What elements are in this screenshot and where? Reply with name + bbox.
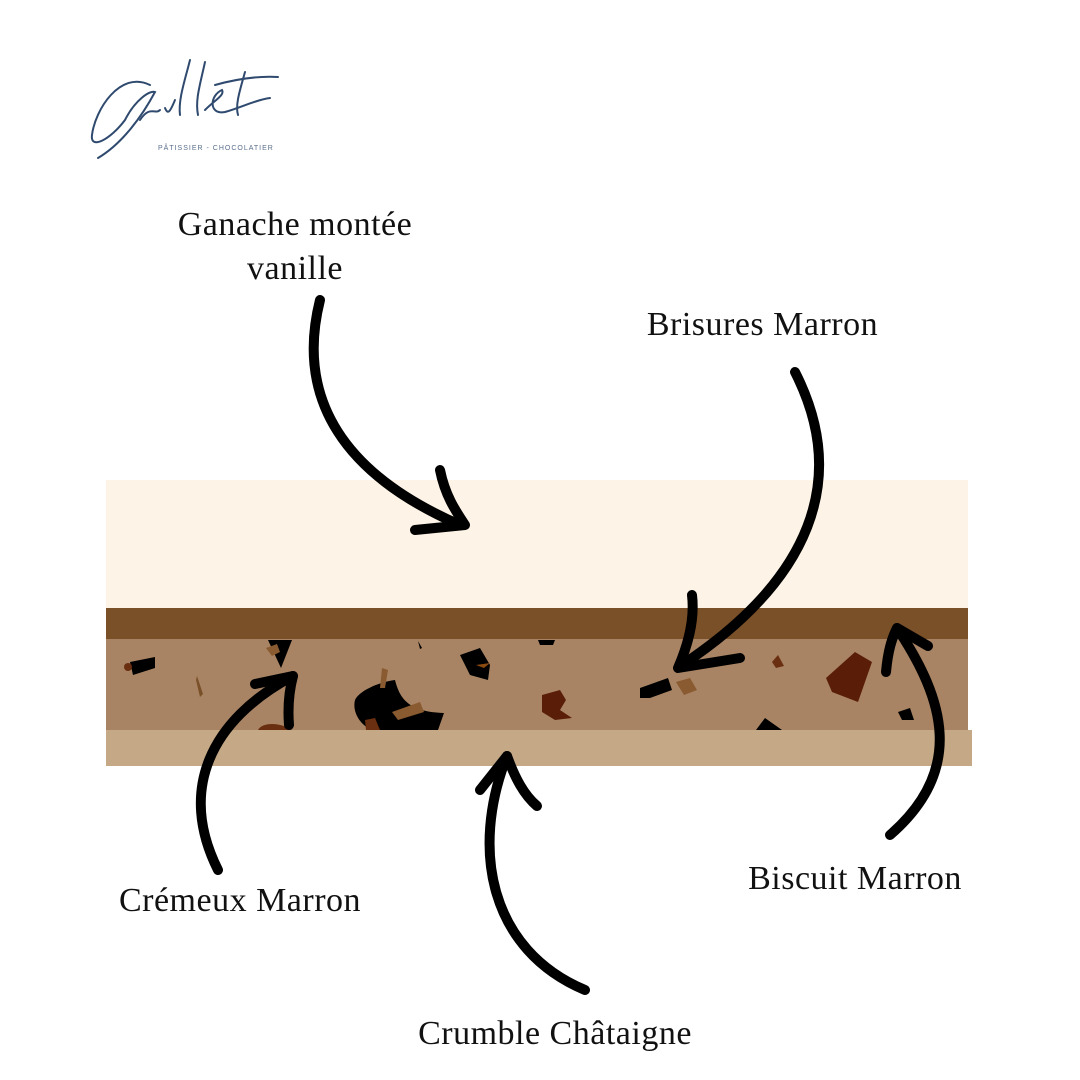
label-cremeux: Crémeux Marron [118, 882, 362, 919]
arrow-cremeux [195, 671, 298, 875]
label-ganache: Ganache montée vanille [140, 203, 450, 291]
arrow-crumble [475, 751, 590, 995]
label-ganache-line1: Ganache montée [177, 206, 413, 243]
arrow-brisures [673, 367, 825, 673]
arrow-biscuit [881, 623, 945, 840]
biscuit-layer [106, 730, 972, 766]
brisures-layer [106, 608, 968, 639]
arrow-ganache [308, 295, 470, 535]
ganache-layer [106, 480, 968, 608]
logo-subtitle: PÂTISSIER - CHOCOLATIER [158, 145, 274, 152]
cremeux-layer [106, 639, 968, 730]
label-biscuit: Biscuit Marron [748, 860, 962, 897]
gillet-logo [90, 59, 279, 159]
chestnut-chips [124, 640, 914, 730]
label-ganache-line2: vanille [246, 250, 344, 287]
label-brisures: Brisures Marron [646, 306, 879, 343]
label-crumble: Crumble Châtaigne [418, 1015, 692, 1052]
